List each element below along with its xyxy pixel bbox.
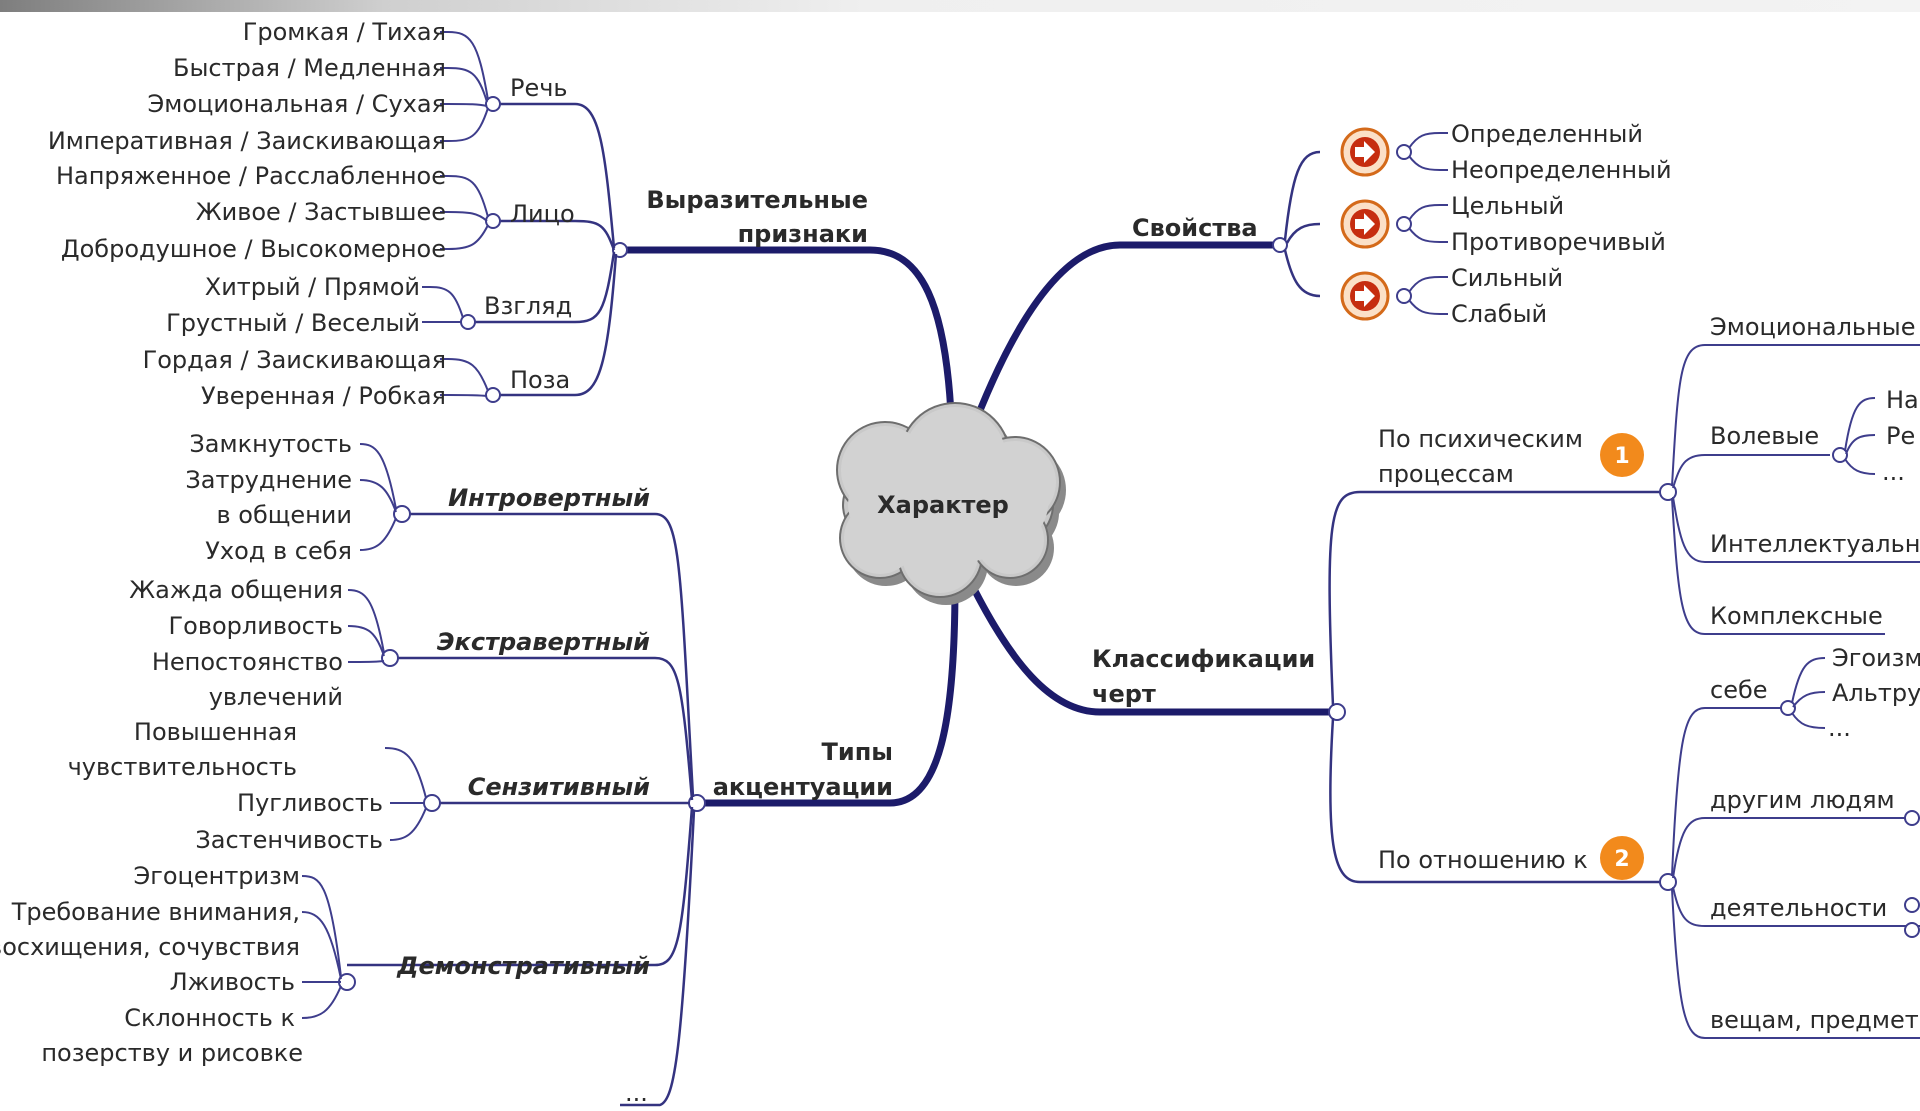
branch-accent xyxy=(696,581,959,807)
pose-item: Гордая / Заискивающая xyxy=(143,346,446,374)
expressive-group: Выразительные признаки Речь Громкая / Ти… xyxy=(48,18,868,410)
introvert-item: Замкнутость xyxy=(189,430,352,458)
pose-item: Уверенная / Робкая xyxy=(201,382,446,410)
sensitive-item: чувствительность xyxy=(68,753,297,781)
extravert-item: Непостоянство xyxy=(152,648,343,676)
svg-text:2: 2 xyxy=(1614,847,1629,872)
classification-group: Классификации черт По психическим процес… xyxy=(1092,313,1920,1039)
speech-item: Быстрая / Медленная xyxy=(173,54,446,82)
relation-item: себе xyxy=(1710,676,1768,704)
expressive-title-1[interactable]: Выразительные xyxy=(646,186,868,214)
demonstrative-item: Склонность к xyxy=(124,1004,295,1032)
self-item: Эгоизм xyxy=(1832,644,1920,672)
gaze-item: Грустный / Веселый xyxy=(166,309,420,337)
speech-node[interactable] xyxy=(485,96,501,112)
by-processes-label-1[interactable]: По психическим xyxy=(1378,425,1583,453)
branch-classification xyxy=(968,581,1340,716)
extravert-node[interactable] xyxy=(381,649,399,667)
volitional-item: Ре xyxy=(1886,422,1915,450)
branch-expressive xyxy=(616,246,956,442)
property-item: Противоречивый xyxy=(1451,228,1666,256)
face-item: Напряженное / Расслабленное xyxy=(56,162,446,190)
by-relation-label[interactable]: По отношению к xyxy=(1378,846,1588,874)
sensitive-label[interactable]: Сензитивный xyxy=(468,773,650,801)
property-item: Определенный xyxy=(1451,120,1643,148)
svg-text:1: 1 xyxy=(1614,444,1629,469)
classification-node[interactable] xyxy=(1328,703,1346,721)
property-item: Неопределенный xyxy=(1451,156,1672,184)
speech-item: Императивная / Заискивающая xyxy=(48,127,446,155)
expressive-title-2[interactable]: признаки xyxy=(738,220,868,248)
extravert-item: увлечений xyxy=(209,683,343,711)
accent-more: ... xyxy=(625,1079,648,1107)
accent-title-2[interactable]: акцентуации xyxy=(713,773,893,801)
center-label: Характер xyxy=(877,491,1009,519)
gaze-label[interactable]: Взгляд xyxy=(484,292,572,320)
pose-label[interactable]: Поза xyxy=(510,366,570,394)
by-processes-label-2[interactable]: процессам xyxy=(1378,460,1514,488)
introvert-item: в общении xyxy=(216,501,352,529)
badge-2: 2 xyxy=(1600,836,1644,880)
demonstrative-item: Эгоцентризм xyxy=(133,862,300,890)
sensitive-item: Застенчивость xyxy=(195,826,383,854)
relation-item: другим людям xyxy=(1710,786,1895,814)
classification-title-2[interactable]: черт xyxy=(1092,680,1156,708)
badge-1: 1 xyxy=(1600,433,1644,477)
branch-properties xyxy=(966,241,1284,440)
extravert-item: Говорливость xyxy=(169,612,343,640)
introvert-label[interactable]: Интровертный xyxy=(448,484,650,512)
property-item: Слабый xyxy=(1451,300,1547,328)
speech-item: Громкая / Тихая xyxy=(243,18,446,46)
process-item: Интеллектуальные xyxy=(1710,530,1920,558)
classification-title-1[interactable]: Классификации xyxy=(1092,645,1315,673)
properties-title[interactable]: Свойства xyxy=(1132,214,1258,242)
sensitive-item: Пугливость xyxy=(237,789,383,817)
property-item: Сильный xyxy=(1451,264,1563,292)
volitional-item: На xyxy=(1886,386,1919,414)
top-gradient-bar xyxy=(0,0,1920,12)
arrow-right-icon[interactable] xyxy=(1340,271,1390,321)
process-item: Эмоциональные xyxy=(1710,313,1915,341)
arrow-right-icon[interactable] xyxy=(1340,127,1390,177)
gaze-item: Хитрый / Прямой xyxy=(205,273,420,301)
demonstrative-label[interactable]: Демонстративный xyxy=(396,952,650,980)
sensitive-item: Повышенная xyxy=(134,718,297,746)
arrow-right-icon[interactable] xyxy=(1340,199,1390,249)
self-item: Альтру xyxy=(1832,679,1920,707)
process-item: Волевые xyxy=(1710,422,1819,450)
speech-label[interactable]: Речь xyxy=(510,74,568,102)
volitional-item: ... xyxy=(1882,458,1905,486)
demonstrative-item: Лживость xyxy=(170,968,295,996)
self-item: ... xyxy=(1828,714,1851,742)
demonstrative-item: Требование внимания, xyxy=(11,898,300,926)
main-branches xyxy=(616,241,1340,807)
relation-item: вещам, предметам xyxy=(1710,1006,1920,1034)
properties-group: Свойства Определенный Неоп xyxy=(1132,120,1672,328)
demonstrative-item: позерству и рисовке xyxy=(41,1039,303,1067)
property-item: Цельный xyxy=(1451,192,1564,220)
extravert-label[interactable]: Экстравертный xyxy=(437,628,650,656)
face-item: Живое / Застывшее xyxy=(196,198,446,226)
demonstrative-item: восхищения, сочувствия xyxy=(0,933,300,961)
extravert-item: Жажда общения xyxy=(129,576,343,604)
process-item: Комплексные xyxy=(1710,602,1883,630)
central-cloud[interactable]: Характер xyxy=(836,402,1066,605)
introvert-node[interactable] xyxy=(393,505,411,523)
accent-group: Типы акцентуации Интровертный Замкнутост… xyxy=(0,430,893,1107)
accent-title-1[interactable]: Типы xyxy=(822,738,893,766)
face-item: Добродушное / Высокомерное xyxy=(61,235,446,263)
face-label[interactable]: Лицо xyxy=(510,200,575,228)
relation-item: деятельности xyxy=(1710,894,1887,922)
introvert-item: Затруднение xyxy=(185,466,352,494)
introvert-item: Уход в себя xyxy=(205,537,352,565)
properties-node[interactable] xyxy=(1272,237,1288,253)
by-relation-node[interactable] xyxy=(1659,873,1677,891)
speech-item: Эмоциональная / Сухая xyxy=(147,90,446,118)
by-processes-node[interactable] xyxy=(1659,483,1677,501)
